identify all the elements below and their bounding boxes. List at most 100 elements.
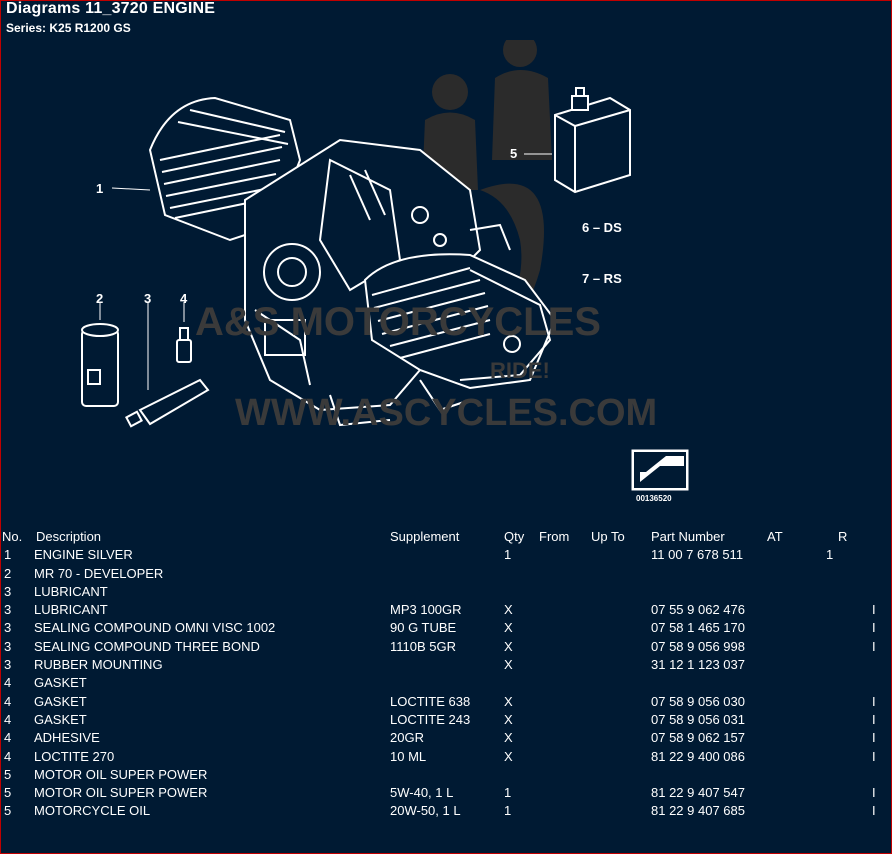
row-flag: I <box>872 711 876 727</box>
row-qty: X <box>504 638 513 654</box>
callout-6-ds[interactable]: 6 – DS <box>582 220 622 235</box>
row-no: 4 <box>4 693 12 709</box>
row-description: LUBRICANT <box>34 583 108 599</box>
watermark-line-2: RIDE! <box>490 358 550 383</box>
oil-container-drawing <box>554 0 631 194</box>
row-supplement: LOCTITE 638 <box>390 693 471 709</box>
row-description: ENGINE SILVER <box>34 547 133 563</box>
row-description: LOCTITE 270 <box>34 748 115 764</box>
sealant-tube-drawing <box>125 378 210 428</box>
row-no: 3 <box>4 638 12 654</box>
header-from: From <box>539 529 570 544</box>
row-description: GASKET <box>34 711 87 727</box>
row-part-number[interactable]: 07 58 9 062 157 <box>651 730 745 746</box>
header-part-number: Part Number <box>651 529 725 544</box>
row-supplement: 20GR <box>390 730 424 746</box>
leader-lines <box>99 153 552 390</box>
table-row[interactable]: 3 LUBRICANT MP3 100GR X 07 55 9 062 476 … <box>0 601 892 619</box>
row-part-number[interactable]: 07 55 9 062 476 <box>651 602 745 618</box>
row-part-number[interactable]: 11 00 7 678 511 <box>651 547 744 563</box>
row-flag: I <box>872 638 876 654</box>
table-row[interactable]: 5 MOTOR OIL SUPER POWER <box>0 766 892 784</box>
table-row[interactable]: 4 GASKET LOCTITE 243 X 07 58 9 056 031 I <box>0 711 892 729</box>
row-flag: I <box>872 730 876 746</box>
row-qty: X <box>504 711 513 727</box>
table-row[interactable]: 4 LOCTITE 270 10 ML X 81 22 9 400 086 I <box>0 748 892 766</box>
header-at: AT <box>767 529 783 544</box>
row-no: 4 <box>4 748 12 764</box>
table-row[interactable]: 1 ENGINE SILVER 1 11 00 7 678 511 1 <box>0 546 892 564</box>
row-qty: X <box>504 730 513 746</box>
row-description: MOTOR OIL SUPER POWER <box>34 766 208 782</box>
row-description: SEALING COMPOUND THREE BOND <box>34 638 260 654</box>
image-code-icon: 00136520 <box>631 449 689 503</box>
row-supplement: 90 G TUBE <box>390 620 457 636</box>
row-supplement: MP3 100GR <box>390 602 462 618</box>
row-no: 5 <box>4 766 12 782</box>
callout-7-rs[interactable]: 7 – RS <box>582 271 622 286</box>
row-part-number[interactable]: 81 22 9 407 685 <box>651 803 745 819</box>
row-description: LUBRICANT <box>34 602 108 618</box>
row-part-number[interactable]: 31 12 1 123 037 <box>651 657 745 673</box>
row-flag: I <box>872 620 876 636</box>
callout-3[interactable]: 3 <box>144 291 152 306</box>
row-flag: I <box>872 803 876 819</box>
row-no: 4 <box>4 730 12 746</box>
header-r: R <box>838 529 848 544</box>
row-no: 4 <box>4 711 12 727</box>
table-row[interactable]: 4 GASKET LOCTITE 638 X 07 58 9 056 030 I <box>0 693 892 711</box>
row-no: 3 <box>4 583 12 599</box>
row-flag: I <box>872 693 876 709</box>
watermark-line-1: A&S MOTORCYCLES <box>195 300 601 344</box>
row-no: 5 <box>4 785 12 801</box>
row-part-number[interactable]: 07 58 1 465 170 <box>651 620 745 636</box>
callout-2[interactable]: 2 <box>96 291 104 306</box>
parts-diagram[interactable]: A&S MOTORCYCLES RIDE! WWW.ASCYCLES.COM 0… <box>0 0 892 510</box>
row-description: MOTORCYCLE OIL <box>34 803 151 819</box>
row-description: RUBBER MOUNTING <box>34 657 163 673</box>
image-code: 00136520 <box>636 494 672 503</box>
row-no: 4 <box>4 675 12 691</box>
row-flag: I <box>872 748 876 764</box>
callout-4[interactable]: 4 <box>180 291 188 306</box>
row-qty: 1 <box>504 785 512 801</box>
row-flag: I <box>872 602 876 618</box>
table-row[interactable]: 4 GASKET <box>0 674 892 692</box>
row-qty: X <box>504 602 513 618</box>
row-supplement: 20W-50, 1 L <box>390 803 461 819</box>
header-qty: Qty <box>504 529 525 544</box>
parts-table: No. Description Supplement Qty From Up T… <box>0 528 892 821</box>
table-row[interactable]: 3 SEALING COMPOUND THREE BOND 1110B 5GR … <box>0 638 892 656</box>
table-row[interactable]: 4 ADHESIVE 20GR X 07 58 9 062 157 I <box>0 729 892 747</box>
row-no: 3 <box>4 620 12 636</box>
row-description: GASKET <box>34 693 87 709</box>
table-row[interactable]: 3 RUBBER MOUNTING X 31 12 1 123 037 <box>0 656 892 674</box>
table-row[interactable]: 2 MR 70 - DEVELOPER <box>0 565 892 583</box>
row-supplement: 10 ML <box>390 748 427 764</box>
row-part-number[interactable]: 81 22 9 400 086 <box>651 748 745 764</box>
callout-1[interactable]: 1 <box>96 181 104 196</box>
header-description: Description <box>36 529 102 544</box>
table-row[interactable]: 5 MOTORCYCLE OIL 20W-50, 1 L 1 81 22 9 4… <box>0 802 892 820</box>
row-r: 1 <box>826 547 834 563</box>
row-qty: 1 <box>504 803 512 819</box>
row-qty: 1 <box>504 547 512 563</box>
table-body: 1 ENGINE SILVER 1 11 00 7 678 511 1 2 MR… <box>0 546 892 820</box>
table-header: No. Description Supplement Qty From Up T… <box>0 528 892 546</box>
row-description: MR 70 - DEVELOPER <box>34 565 164 581</box>
row-no: 3 <box>4 657 12 673</box>
table-row[interactable]: 3 LUBRICANT <box>0 583 892 601</box>
row-no: 1 <box>4 547 12 563</box>
row-part-number[interactable]: 07 58 9 056 030 <box>651 693 745 709</box>
row-part-number[interactable]: 81 22 9 407 547 <box>651 785 745 801</box>
row-part-number[interactable]: 07 58 9 056 998 <box>651 638 745 654</box>
row-description: GASKET <box>34 675 87 691</box>
table-row[interactable]: 5 MOTOR OIL SUPER POWER 5W-40, 1 L 1 81 … <box>0 784 892 802</box>
row-qty: X <box>504 693 513 709</box>
callout-5[interactable]: 5 <box>510 146 518 161</box>
table-row[interactable]: 3 SEALING COMPOUND OMNI VISC 1002 90 G T… <box>0 619 892 637</box>
row-qty: X <box>504 620 513 636</box>
watermark-text: A&S MOTORCYCLES RIDE! WWW.ASCYCLES.COM <box>195 300 657 434</box>
header-supplement: Supplement <box>390 529 460 544</box>
row-part-number[interactable]: 07 58 9 056 031 <box>651 711 745 727</box>
